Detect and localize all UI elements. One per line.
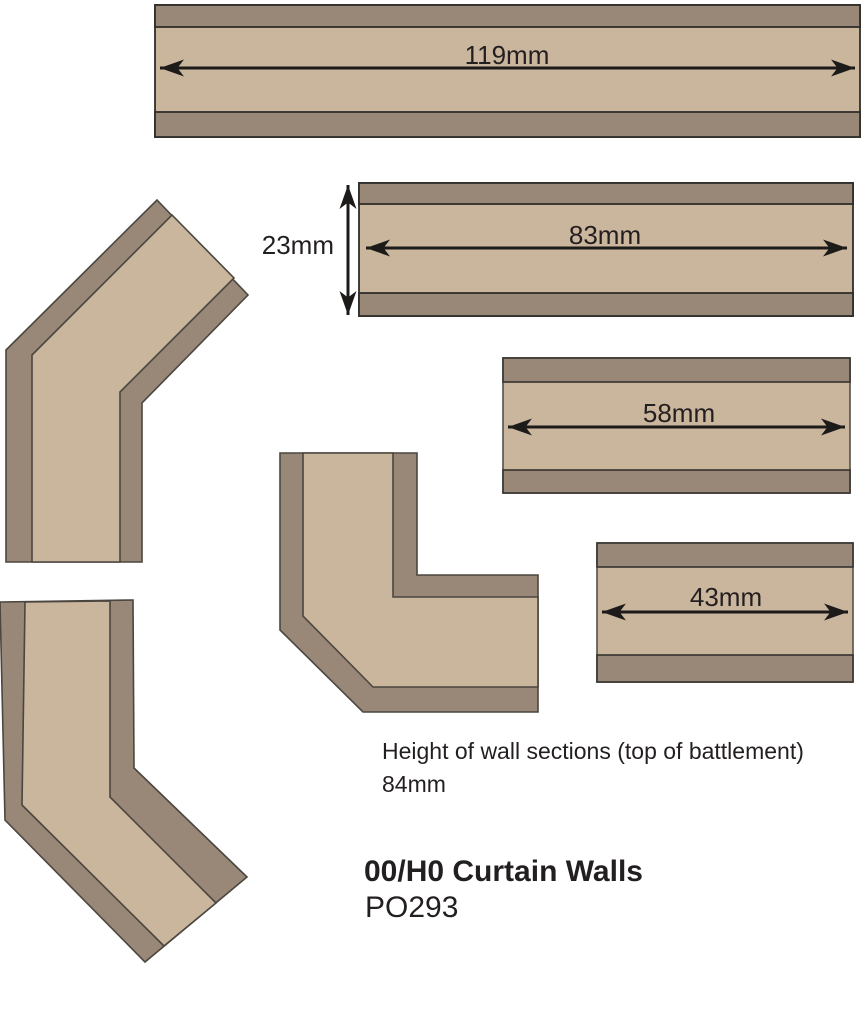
height-note-value: 84mm — [382, 771, 446, 797]
base-strip-bottom — [358, 292, 854, 317]
height-note-text: Height of wall sections (top of battleme… — [382, 738, 804, 764]
wall-section-58mm: 58mm — [502, 357, 851, 494]
product-title: 00/H0 Curtain Walls — [364, 855, 643, 888]
base-strip-bottom — [154, 111, 861, 138]
base-strip-bottom — [502, 469, 851, 494]
angled-wall-section-upper — [5, 198, 250, 563]
dimension-label-83mm: 83mm — [569, 220, 641, 250]
dimension-label-58mm: 58mm — [643, 398, 715, 428]
dimension-label-23mm: 23mm — [262, 230, 334, 260]
wall-face-band — [302, 452, 539, 688]
wall-section-83mm: 83mm 23mm — [262, 182, 854, 317]
angled-wall-section-lower — [0, 599, 249, 964]
battlement-strip-top — [596, 542, 854, 568]
corner-wall-section — [279, 452, 539, 713]
wall-face-band — [21, 600, 218, 948]
base-strip-bottom — [596, 654, 854, 683]
product-code: PO293 — [365, 891, 459, 924]
wall-face-band — [31, 213, 236, 563]
wall-section-119mm: 119mm — [154, 4, 861, 138]
wall-section-43mm: 43mm — [596, 542, 854, 683]
battlement-strip-top — [502, 357, 851, 383]
battlement-strip-top — [358, 182, 854, 205]
dimension-label-119mm: 119mm — [465, 40, 550, 70]
dimension-label-43mm: 43mm — [690, 582, 762, 612]
battlement-strip-top — [154, 4, 861, 28]
